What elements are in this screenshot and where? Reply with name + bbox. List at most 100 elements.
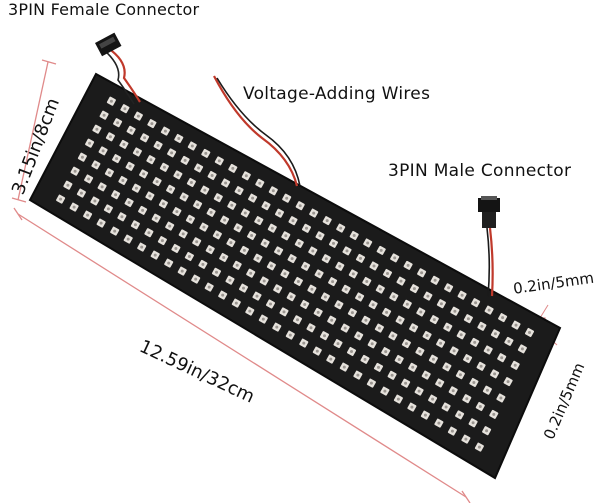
wires: [103, 47, 494, 297]
led-chip: [197, 166, 201, 170]
led-chip: [439, 302, 443, 306]
led-chip: [242, 286, 245, 290]
led-chip: [329, 357, 333, 361]
led-chip: [170, 151, 174, 155]
led-chip: [350, 350, 353, 353]
led-chip: [169, 187, 173, 191]
male-connector-pins: [481, 196, 497, 200]
led-chip: [433, 278, 437, 282]
led-chip: [73, 169, 77, 173]
led-chip: [392, 295, 396, 299]
led-chip: [297, 241, 301, 245]
led-chip: [425, 334, 429, 337]
led-chip: [134, 186, 138, 190]
led-chip: [420, 271, 424, 275]
led-chip: [283, 272, 287, 276]
female-connector-label: 3PIN Female Connector: [8, 0, 200, 19]
led-chip: [162, 165, 166, 169]
led-chip: [324, 257, 328, 261]
led-chip: [309, 326, 313, 330]
led-chip: [298, 204, 302, 208]
led-chip: [196, 203, 200, 207]
led-chip: [417, 389, 421, 393]
led-chip: [345, 249, 349, 253]
led-chip: [263, 241, 267, 245]
led-chip: [439, 341, 443, 345]
led-chip: [501, 316, 505, 320]
led-chip: [277, 249, 281, 253]
led-chip: [276, 287, 280, 291]
led-chip: [352, 234, 356, 237]
led-chip: [419, 310, 423, 314]
led-chip: [216, 196, 220, 200]
led-chip: [160, 239, 164, 243]
led-chip: [94, 163, 98, 167]
led-chip: [202, 225, 206, 229]
led-chip: [248, 309, 252, 313]
led-chip: [66, 183, 70, 187]
led-chip: [210, 174, 214, 177]
led-chip: [215, 270, 218, 274]
led-chip: [181, 232, 185, 236]
led-chip: [288, 333, 292, 337]
led-chip: [393, 256, 397, 260]
led-chip: [250, 234, 254, 237]
led-chip: [460, 293, 464, 297]
voltage-adding-wire-red: [213, 75, 299, 187]
led-chip: [310, 287, 314, 291]
led-chip: [88, 141, 92, 145]
led-chip: [243, 211, 247, 215]
led-chip: [87, 177, 91, 181]
dimension-lines: [11, 59, 558, 503]
led-chip: [477, 445, 481, 449]
led-chip: [474, 301, 478, 305]
led-chip: [390, 373, 394, 377]
led-chip: [296, 318, 299, 322]
male-connector-body: [478, 198, 500, 212]
led-chip: [113, 229, 117, 233]
led-chip: [223, 218, 227, 222]
led-chip: [237, 189, 241, 193]
led-chip: [72, 205, 76, 209]
led-chip: [271, 189, 275, 193]
led-chip: [370, 342, 374, 346]
led-chip: [520, 347, 524, 351]
led-chip: [135, 150, 139, 154]
led-chip: [363, 357, 367, 361]
led-chip: [147, 231, 151, 235]
led-grid: [56, 96, 535, 452]
led-chip: [80, 155, 84, 159]
led-chip: [249, 271, 253, 275]
led-chip: [100, 185, 104, 189]
led-chip: [528, 331, 531, 334]
led-chip: [369, 381, 373, 385]
led-chip: [479, 364, 483, 368]
led-chip: [458, 373, 462, 377]
led-chip: [149, 158, 153, 162]
led-chip: [204, 151, 208, 155]
led-chip: [330, 318, 334, 322]
led-chip: [485, 388, 489, 392]
led-chip: [156, 143, 160, 147]
led-chip: [478, 405, 482, 408]
led-chip: [311, 249, 315, 253]
led-chip: [372, 264, 376, 268]
led-chip: [431, 357, 435, 361]
led-chip: [383, 389, 387, 393]
led-chip: [471, 421, 475, 425]
female-connector-pins: [99, 36, 116, 49]
led-chip: [194, 277, 198, 281]
led-chip: [208, 248, 212, 252]
led-chip: [122, 142, 126, 146]
led-chip: [487, 308, 491, 312]
led-chip: [377, 326, 381, 330]
male-connector-wire-black: [486, 227, 491, 297]
led-chip: [142, 172, 146, 176]
led-chip: [507, 339, 511, 343]
led-chip: [432, 318, 436, 322]
led-chip: [155, 180, 159, 184]
led-chip: [342, 365, 346, 369]
led-chip: [343, 326, 347, 330]
led-chip: [141, 208, 145, 212]
